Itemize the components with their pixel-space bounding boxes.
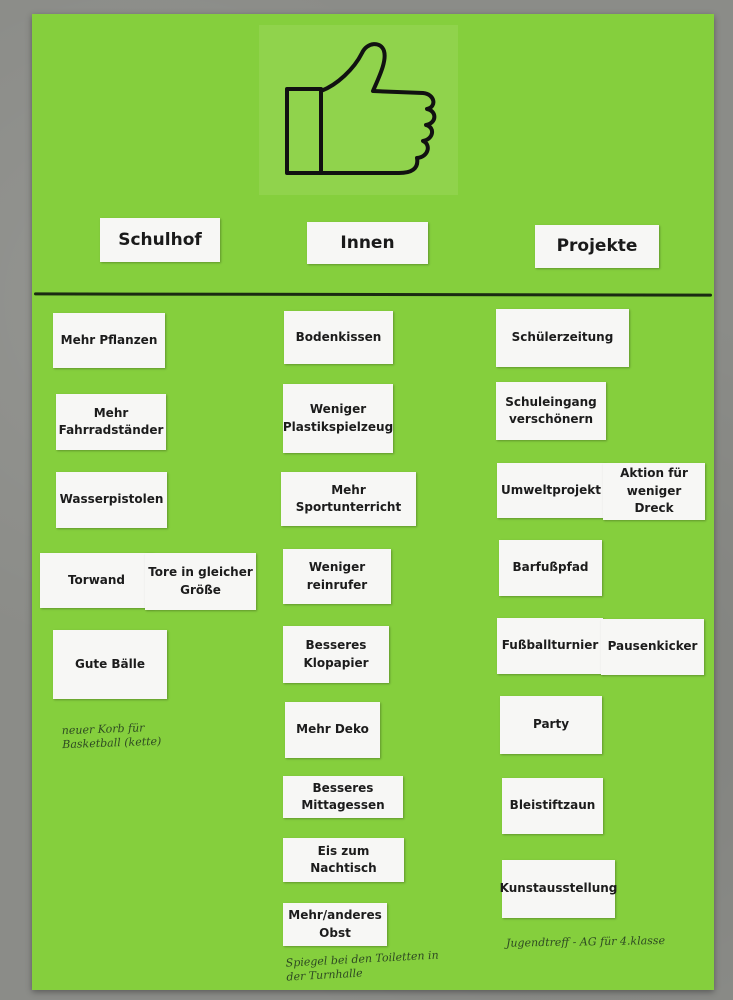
card-fussballturnier: Fußballturnier xyxy=(497,618,603,674)
card-besseres-mittagessen: Besseres Mittagessen xyxy=(283,776,403,818)
thumbs-up-icon xyxy=(285,42,437,175)
card-tore-gleiche-groesse: Tore in gleicher Größe xyxy=(145,553,256,610)
card-pausenkicker: Pausenkicker xyxy=(601,619,704,675)
card-barfusspfad: Barfußpfad xyxy=(499,540,602,596)
card-fahrradstaender: Mehr Fahrradständer xyxy=(56,394,166,450)
card-gute-baelle: Gute Bälle xyxy=(53,630,167,699)
card-weniger-plastikspielzeug: Weniger Plastikspielzeug xyxy=(283,384,393,453)
handwritten-note-basketball: neuer Korb für Basketball (kette) xyxy=(61,721,162,751)
thumb-panel xyxy=(259,25,458,195)
card-aktion-weniger-dreck: Aktion für weniger Dreck xyxy=(603,463,705,520)
card-bodenkissen: Bodenkissen xyxy=(284,311,393,364)
card-besseres-klopapier: Besseres Klopapier xyxy=(283,626,389,683)
card-kunstausstellung: Kunstausstellung xyxy=(500,860,617,918)
card-eis-zum-nachtisch: Eis zum Nachtisch xyxy=(283,838,404,882)
card-torwand: Torwand xyxy=(40,553,153,608)
card-wasserpistolen: Wasserpistolen xyxy=(56,472,167,528)
card-party: Party xyxy=(500,696,602,754)
card-bleistiftzaun: Bleistiftzaun xyxy=(502,778,603,834)
card-schuelerzeitung: Schülerzeitung xyxy=(496,309,629,367)
card-mehr-anderes-obst: Mehr/anderes Obst xyxy=(283,903,387,946)
card-weniger-reinrufer: Weniger reinrufer xyxy=(283,549,391,604)
card-mehr-pflanzen: Mehr Pflanzen xyxy=(53,313,165,368)
card-schuleingang-verschoenern: Schuleingang verschönern xyxy=(496,382,606,440)
card-mehr-deko: Mehr Deko xyxy=(285,702,380,758)
header-projekte: Projekte xyxy=(535,225,659,268)
header-innen: Innen xyxy=(307,222,428,264)
header-schulhof: Schulhof xyxy=(100,218,220,262)
card-umweltprojekt: Umweltprojekt xyxy=(497,463,605,518)
card-mehr-sportunterricht: Mehr Sportunterricht xyxy=(281,472,416,526)
